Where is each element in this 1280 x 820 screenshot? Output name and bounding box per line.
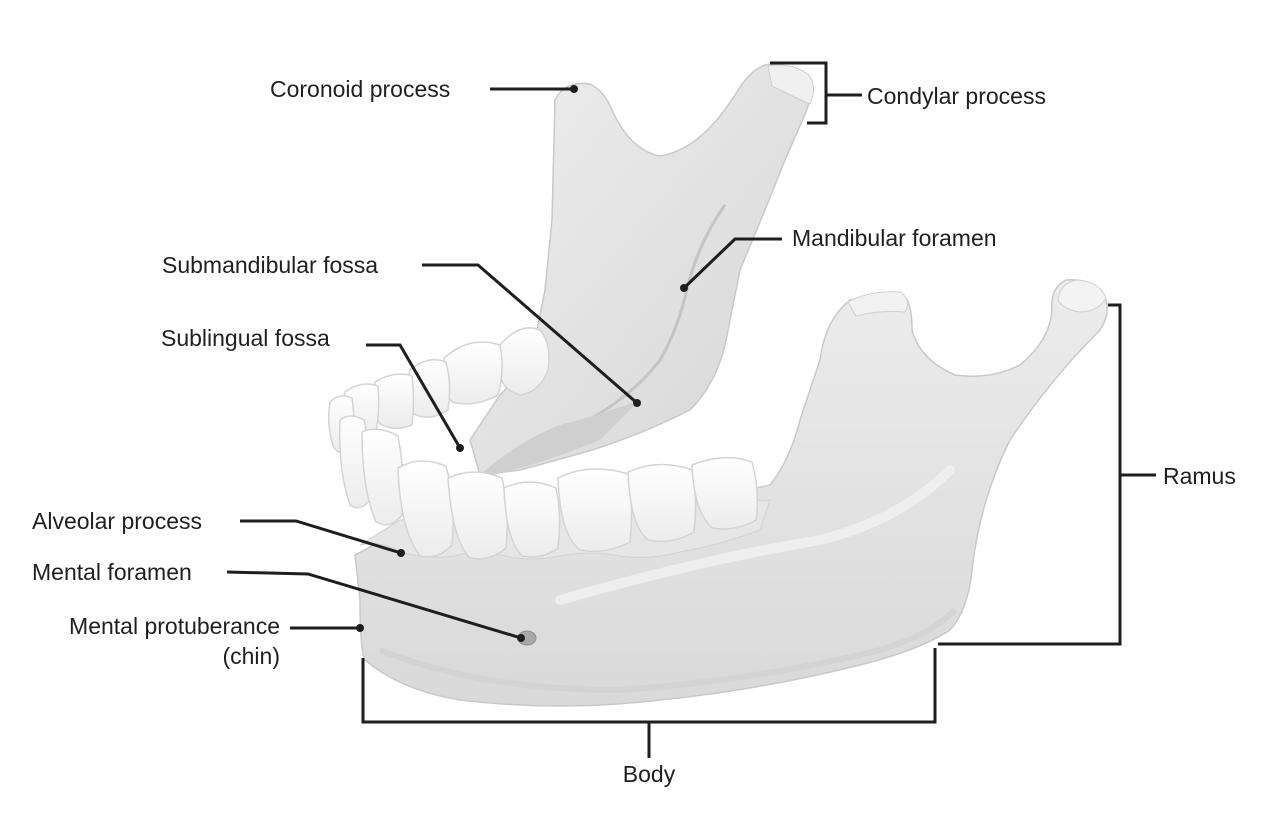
label-body: Body [622, 761, 676, 787]
front-canine [397, 460, 454, 558]
left-body-inner-shadow [480, 400, 640, 478]
front-premolar-2 [503, 481, 561, 558]
dot-coronoid [570, 85, 578, 93]
leader-lines [226, 61, 1156, 758]
label-condylar-process: Condylar process [867, 83, 1046, 109]
dot-mental-protuberance [356, 624, 364, 632]
right-coronoid-cap [847, 291, 909, 317]
label-mental-foramen: Mental foramen [32, 559, 192, 585]
front-molar-3 [691, 456, 759, 530]
leader-alveolar [240, 519, 402, 555]
front-molar-1 [557, 468, 633, 553]
front-molar-2 [627, 463, 697, 543]
label-submandibular-fossa: Submandibular fossa [162, 252, 379, 278]
front-incisor-2 [361, 428, 404, 526]
left-ramus-shape [469, 63, 812, 476]
front-premolar-1 [447, 471, 509, 560]
label-mental-protuberance: Mental protuberance (chin) [20, 611, 280, 671]
label-alveolar-process: Alveolar process [32, 508, 203, 534]
dot-submandibular [633, 399, 641, 407]
front-teeth-row [338, 415, 759, 560]
label-mental-protuberance-main: Mental protuberance [69, 613, 280, 639]
label-mental-protuberance-sub: (chin) [222, 643, 280, 669]
mylohyoid-ridge [569, 204, 727, 432]
oblique-line-highlight [555, 465, 955, 605]
left-condyle-cap [767, 64, 814, 105]
label-ramus: Ramus [1163, 463, 1236, 489]
back-molar-2 [442, 341, 503, 405]
label-coronoid-process: Coronoid process [270, 76, 451, 102]
label-sublingual-fossa: Sublingual fossa [161, 325, 330, 351]
dot-mental-foramen [517, 634, 525, 642]
dot-alveolar [397, 549, 405, 557]
leader-mental-foramen [226, 570, 522, 640]
mandible-left-half [469, 63, 814, 478]
back-molar-1 [497, 327, 550, 396]
right-condyle-cap [1057, 279, 1107, 313]
leader-submandibular [422, 263, 638, 405]
bracket-condylar [770, 61, 828, 125]
label-mandibular-foramen: Mandibular foramen [792, 225, 997, 251]
lower-body-shadow [378, 607, 958, 694]
dot-sublingual [456, 444, 464, 452]
dot-mandibular-foramen [680, 284, 688, 292]
leader-sublingual [366, 343, 462, 449]
leader-mandibular-foramen [682, 237, 782, 290]
